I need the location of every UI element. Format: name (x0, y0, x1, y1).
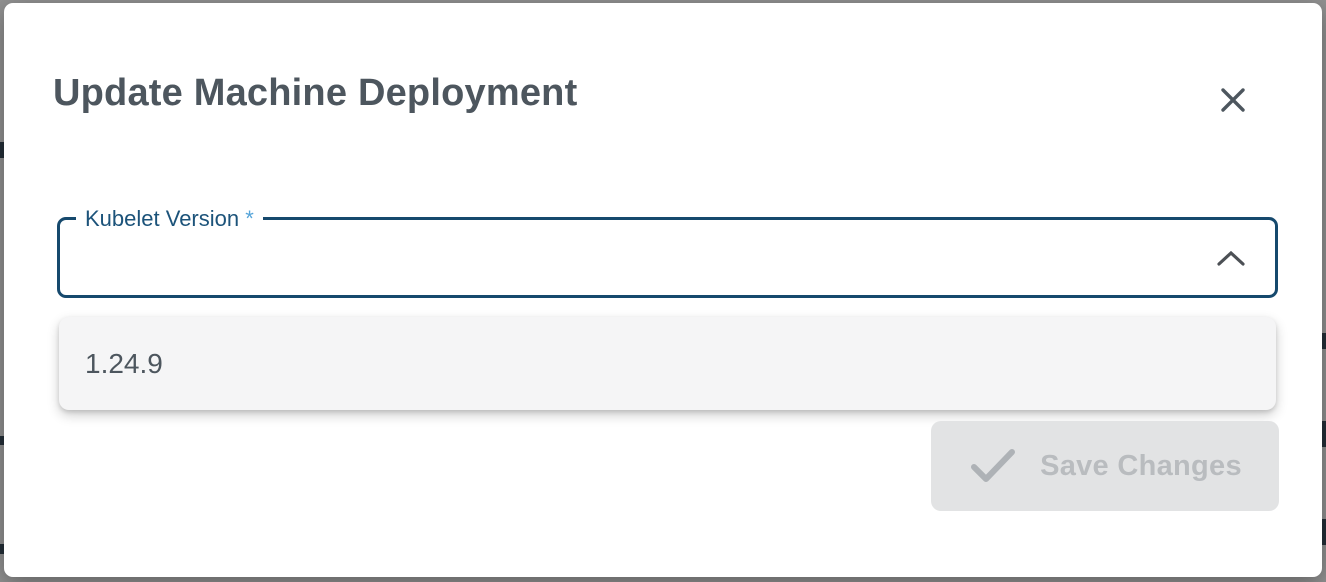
kubelet-version-options-panel: 1.24.9 (59, 317, 1276, 410)
close-button[interactable] (1213, 80, 1253, 120)
backdrop-content-fragment (1321, 421, 1326, 447)
save-changes-button[interactable]: Save Changes (931, 421, 1279, 511)
close-icon (1219, 86, 1247, 114)
option-1-24-9[interactable]: 1.24.9 (85, 347, 163, 379)
save-changes-label: Save Changes (1040, 449, 1242, 482)
update-machine-deployment-dialog: Update Machine Deployment Kubelet Versio… (4, 3, 1322, 577)
required-marker: * (245, 206, 254, 231)
kubelet-version-select-value[interactable] (60, 220, 1205, 295)
kubelet-version-select[interactable]: Kubelet Version * (57, 206, 1278, 298)
chevron-up-icon[interactable] (1215, 249, 1247, 267)
dialog-title: Update Machine Deployment (53, 72, 578, 114)
kubelet-version-label-text: Kubelet Version (85, 206, 240, 231)
backdrop-content-fragment (0, 544, 4, 554)
backdrop-content-fragment (0, 142, 4, 158)
check-icon (968, 446, 1018, 486)
kubelet-version-label: Kubelet Version * (76, 206, 263, 232)
backdrop-content-fragment (0, 436, 4, 445)
backdrop-content-fragment (1321, 333, 1326, 349)
backdrop-content-fragment (1321, 519, 1326, 545)
